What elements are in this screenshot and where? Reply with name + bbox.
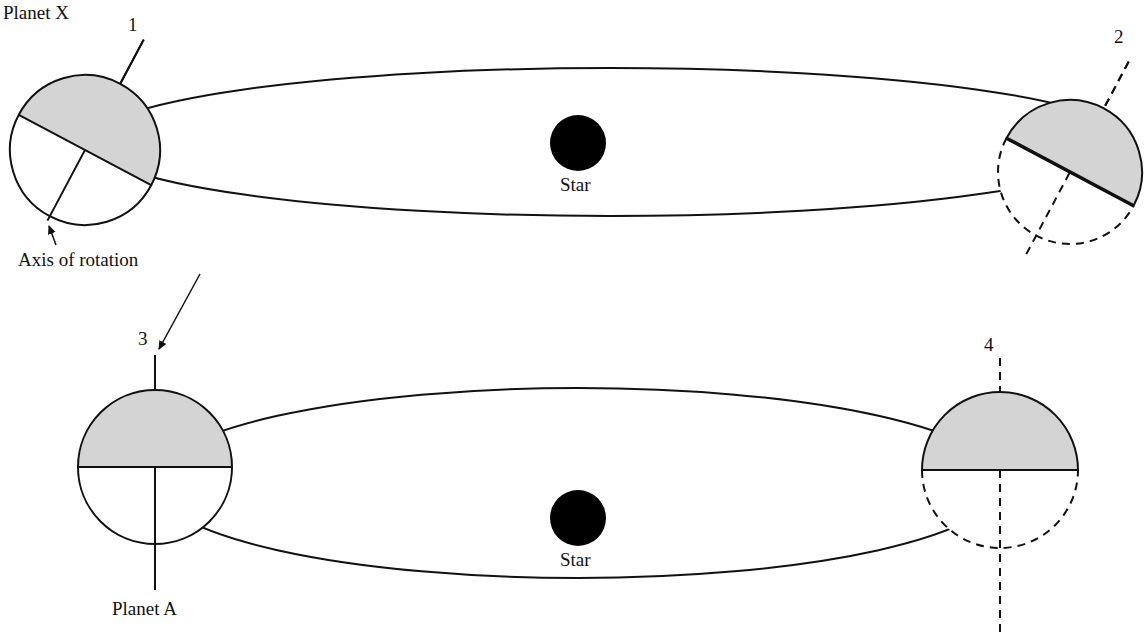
planet-name: Planet X: [3, 2, 69, 24]
planet-symbol: [962, 28, 1146, 290]
axis-label: Axis of rotation: [18, 249, 138, 271]
callout-number: 1: [128, 14, 138, 36]
orbit-path: [153, 388, 1003, 578]
star-label: Star: [560, 174, 591, 196]
planet-symbol: [78, 355, 232, 590]
leader-arrow: [159, 274, 200, 349]
callout-number: 2: [1114, 26, 1124, 48]
callout-number: 4: [984, 334, 994, 356]
orbit-path: [90, 68, 1130, 216]
star-symbol: [550, 115, 606, 171]
planet-name: Planet A: [112, 598, 177, 620]
planet-symbol: [922, 358, 1078, 636]
planet-symbol: [0, 4, 210, 255]
star-symbol: [550, 490, 606, 546]
star-label: Star: [560, 549, 591, 571]
leader-arrow: [49, 226, 56, 245]
callout-number: 3: [138, 328, 148, 350]
